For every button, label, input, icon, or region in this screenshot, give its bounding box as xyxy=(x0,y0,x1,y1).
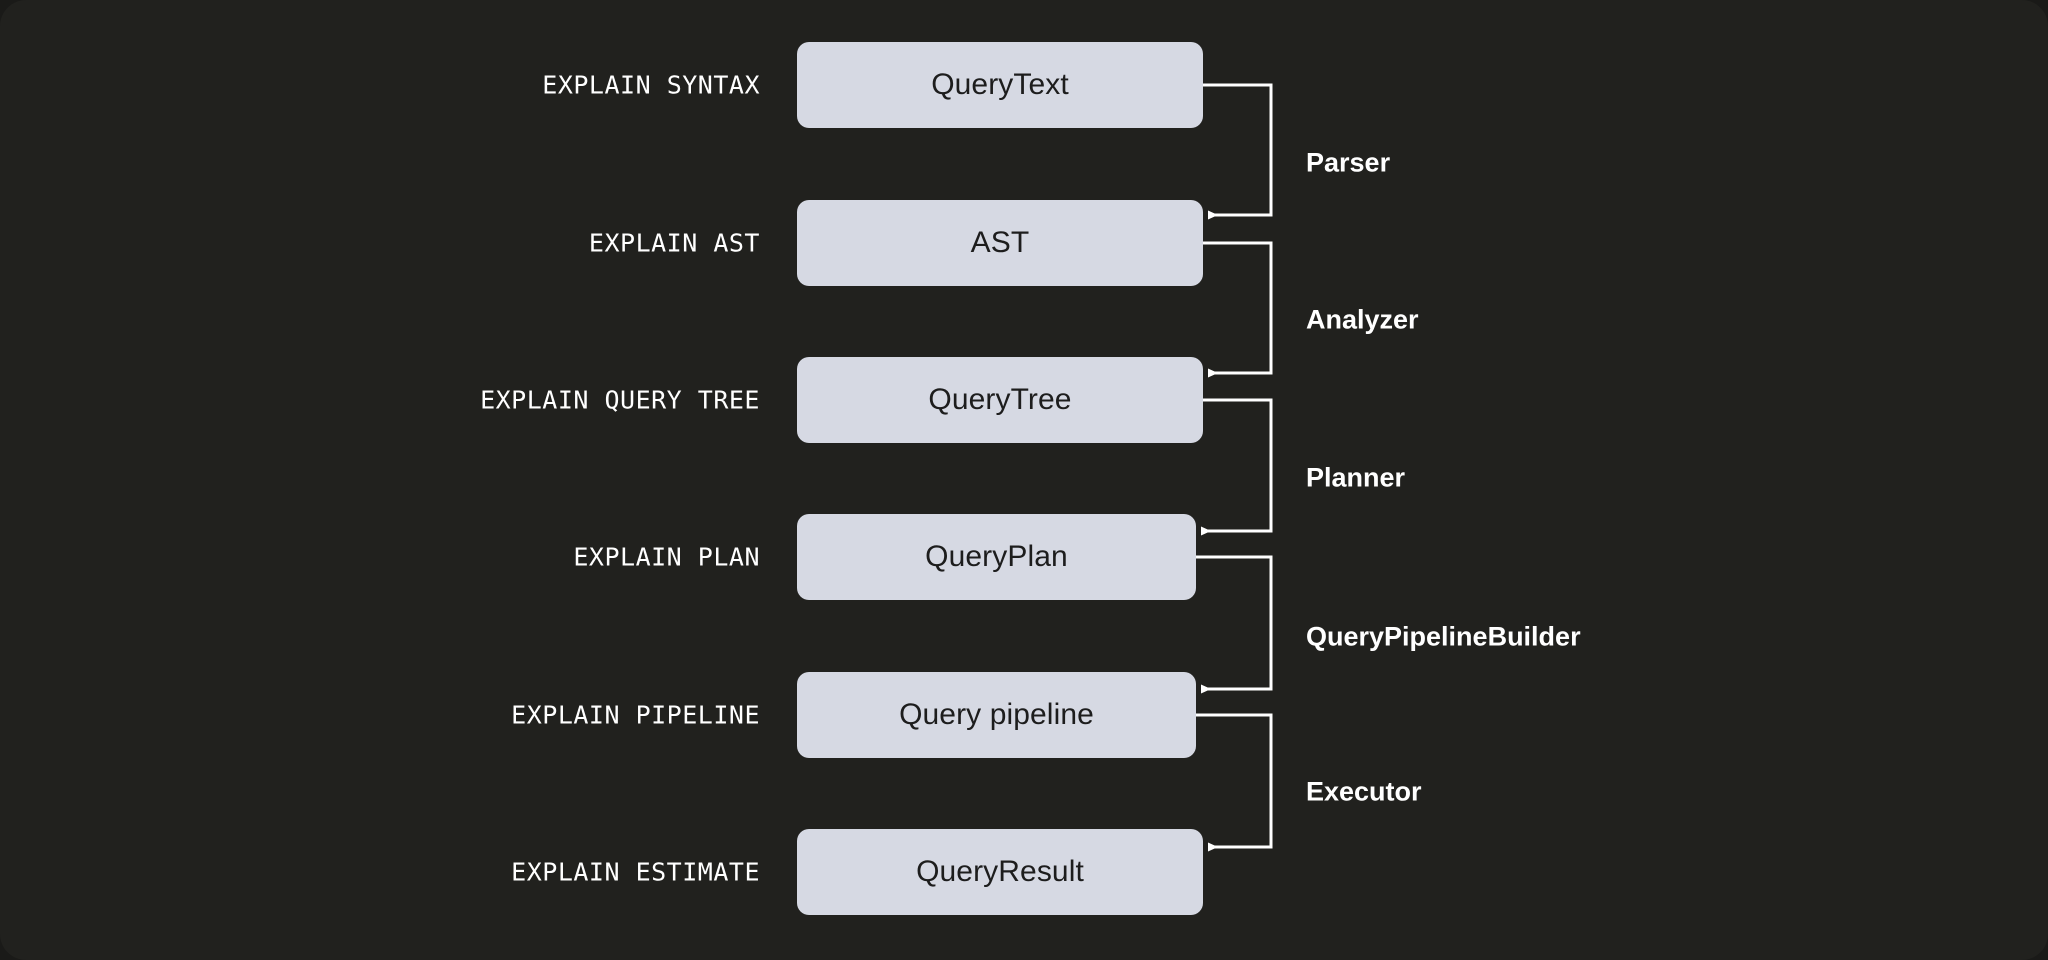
explain-command-label: EXPLAIN SYNTAX xyxy=(542,70,760,100)
phase-label: QueryPipelineBuilder xyxy=(1306,621,1581,652)
node-box[interactable]: Query pipeline xyxy=(797,672,1196,758)
flow-arrow xyxy=(1196,713,1273,852)
node-box[interactable]: QueryText xyxy=(797,42,1203,128)
phase-label: Parser xyxy=(1306,147,1391,178)
explain-command-label: EXPLAIN PIPELINE xyxy=(511,700,760,730)
flow-arrow xyxy=(1196,555,1273,694)
node-box[interactable]: QueryPlan xyxy=(797,514,1196,600)
flow-arrow xyxy=(1203,83,1273,220)
flow-arrow xyxy=(1203,241,1273,378)
explain-command-label: EXPLAIN ESTIMATE xyxy=(511,857,760,887)
explain-command-label: EXPLAIN QUERY TREE xyxy=(480,385,760,415)
explain-command-label: EXPLAIN AST xyxy=(588,228,760,258)
phase-label: Executor xyxy=(1306,776,1422,807)
node-box[interactable]: AST xyxy=(797,200,1203,286)
explain-command-label: EXPLAIN PLAN xyxy=(573,542,760,572)
phase-label: Planner xyxy=(1306,462,1406,493)
node-box[interactable]: QueryResult xyxy=(797,829,1203,915)
phase-label: Analyzer xyxy=(1306,304,1419,335)
flow-arrow xyxy=(1201,398,1273,536)
node-box[interactable]: QueryTree xyxy=(797,357,1203,443)
